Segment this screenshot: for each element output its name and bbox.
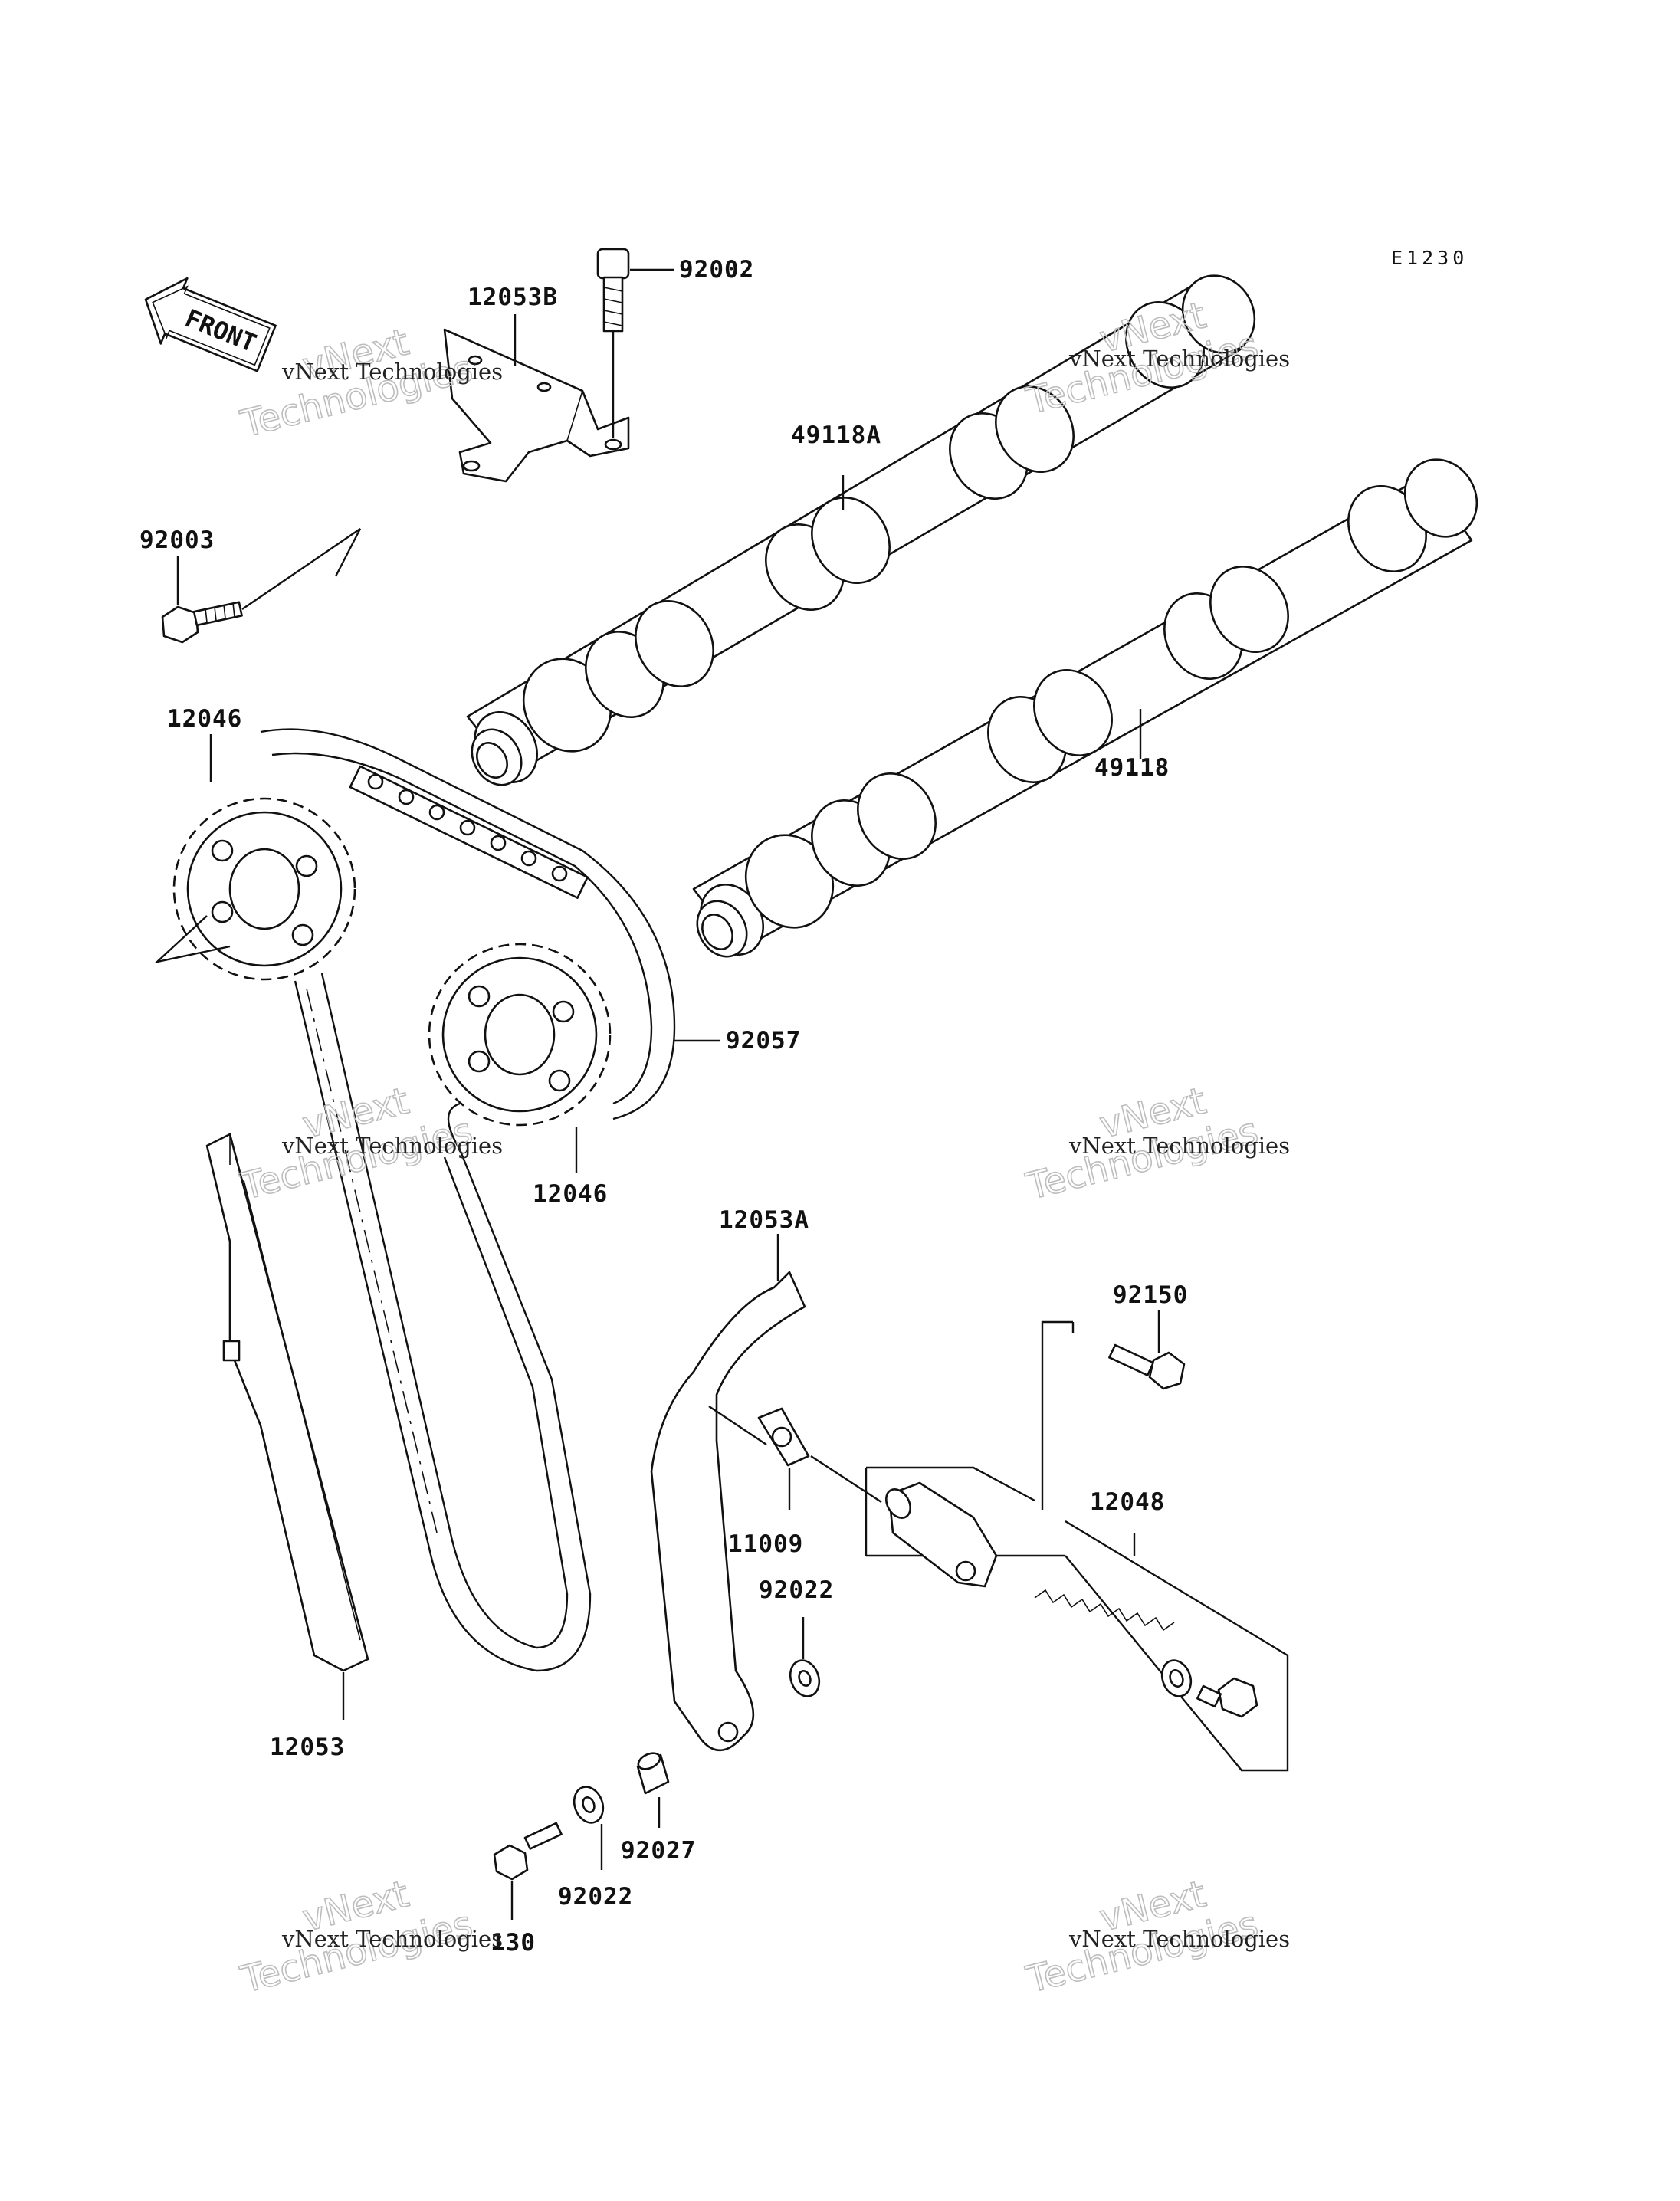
sprocket-12046-upper — [153, 734, 356, 981]
svg-text:vNext Technologies: vNext Technologies — [1068, 346, 1290, 372]
guide-bracket-12053B — [443, 314, 630, 483]
bolt-92150 — [1108, 1310, 1186, 1390]
svg-text:vNext Technologies: vNext Technologies — [281, 1926, 503, 1952]
tensioner-guide-12053A — [650, 1234, 806, 1752]
watermark-6: vNext Technologies vNext Technologies — [1022, 1872, 1290, 2003]
bolt-92003 — [161, 528, 362, 644]
label-130: 130 — [491, 1929, 536, 1957]
label-12046-bottom: 12046 — [533, 1180, 608, 1208]
collar-92027 — [636, 1752, 670, 1828]
label-92022-upper: 92022 — [759, 1576, 834, 1604]
label-12046-top: 12046 — [167, 705, 242, 733]
front-arrow-icon: FRONT — [144, 277, 277, 372]
label-12053A: 12053A — [719, 1206, 809, 1234]
label-12053B: 12053B — [468, 284, 558, 311]
label-12048: 12048 — [1090, 1488, 1165, 1516]
washer-92022-lower — [573, 1786, 605, 1870]
sprocket-12046-lower — [428, 943, 612, 1173]
label-92027: 92027 — [621, 1837, 696, 1865]
label-49118: 49118 — [1094, 754, 1170, 782]
label-92022-lower: 92022 — [558, 1883, 633, 1911]
svg-text:vNext Technologies: vNext Technologies — [281, 359, 503, 385]
label-92003: 92003 — [139, 526, 215, 554]
gasket-11009 — [757, 1407, 882, 1510]
label-92002: 92002 — [679, 256, 754, 284]
svg-text:vNext Technologies: vNext Technologies — [1068, 1926, 1290, 1952]
label-12053: 12053 — [270, 1734, 345, 1761]
svg-text:vNext Technologies: vNext Technologies — [1068, 1133, 1290, 1159]
bolt-130 — [493, 1822, 563, 1920]
watermark-5: vNext Technologies vNext Technologies — [236, 1872, 503, 2003]
svg-text:vNext Technologies: vNext Technologies — [281, 1133, 503, 1159]
cam-chain-92057 — [260, 728, 720, 1672]
diagram-code: E1230 — [1391, 247, 1468, 269]
tensioner-assembly-12048 — [865, 1320, 1289, 1772]
label-92150: 92150 — [1113, 1281, 1188, 1309]
label-11009: 11009 — [728, 1530, 803, 1558]
camshaft-49118A — [466, 274, 1256, 786]
label-92057: 92057 — [726, 1027, 801, 1055]
washer-92022-upper — [789, 1617, 821, 1697]
bolt-92002 — [596, 248, 674, 333]
camshaft-49118 — [692, 458, 1478, 958]
watermark-4: vNext Technologies vNext Technologies — [1022, 1079, 1290, 1209]
chain-guide-12053 — [205, 1133, 369, 1720]
label-49118A: 49118A — [791, 422, 881, 449]
